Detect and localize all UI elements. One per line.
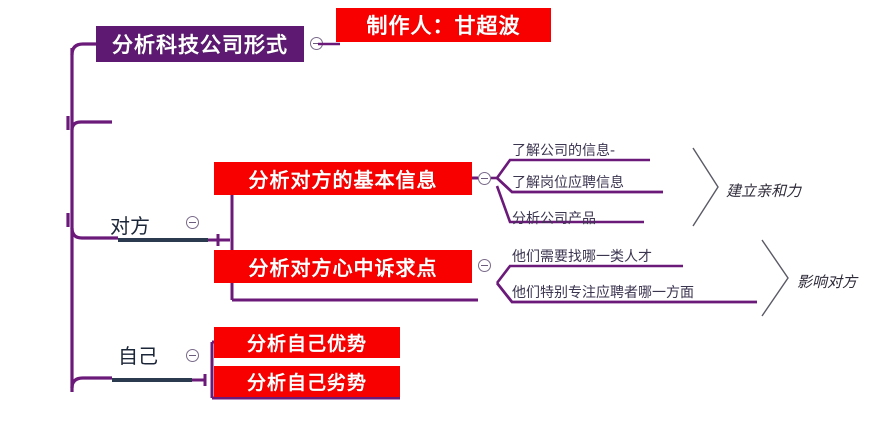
group-label-influence: 影响对方 [797,273,858,291]
leaf-label-company-product: 分析公司产品 [512,211,596,227]
topic-node-self-strength-label: 分析自己优势 [246,334,367,355]
topic-1-collapse-toggle[interactable] [478,172,491,185]
credit-node[interactable]: 制作人：甘超波 [336,8,551,42]
counterpart-collapse-toggle[interactable] [186,216,199,229]
topic-node-needs[interactable]: 分析对方心中诉求点 [214,250,472,283]
root-node[interactable]: 分析科技公司形式 [96,26,304,62]
topic-2-collapse-toggle[interactable] [478,259,491,272]
credit-node-label: 制作人：甘超波 [366,14,521,38]
leaf-label-talent-type: 他们需要找哪一类人才 [512,249,652,265]
topic-node-basic-info-label: 分析对方的基本信息 [248,170,438,192]
leaf-label-focus-area: 他们特别专注应聘者哪一方面 [512,285,694,301]
leaf-label-company-info: 了解公司的信息- [512,143,616,159]
leaf-label-job-info: 了解岗位应聘信息 [512,175,624,191]
self-collapse-toggle[interactable] [186,349,199,362]
branch-label-self: 自己 [118,346,158,368]
topic-node-needs-label: 分析对方心中诉求点 [248,258,438,280]
topic-node-basic-info[interactable]: 分析对方的基本信息 [214,162,472,195]
branch-label-counterpart: 对方 [110,216,150,238]
group-label-rapport: 建立亲和力 [726,182,802,200]
topic-node-self-weakness[interactable]: 分析自己劣势 [214,366,400,397]
credit-connector [318,42,340,46]
topic-node-self-strength[interactable]: 分析自己优势 [214,327,400,358]
topic-node-self-weakness-label: 分析自己劣势 [246,373,367,394]
root-node-label: 分析科技公司形式 [112,33,288,57]
